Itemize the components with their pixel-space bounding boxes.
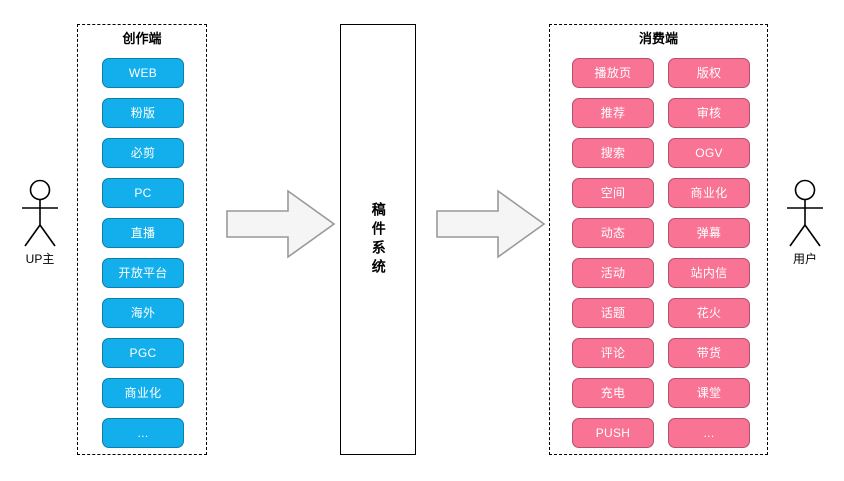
chip-label: 版权	[696, 66, 722, 80]
consumer-group-title: 消费端	[638, 31, 678, 46]
consumer-chip-pinglun[interactable]: 评论	[572, 338, 654, 368]
consumer-chip-ogv[interactable]: OGV	[668, 138, 750, 168]
user-actor-label: 用户	[792, 252, 817, 266]
arrow-creator-to-system	[226, 188, 336, 260]
chip-label: 审核	[696, 106, 722, 120]
chip-label: 必剪	[130, 146, 156, 160]
creator-chip-haiwai[interactable]: 海外	[102, 298, 184, 328]
chip-label: 粉版	[130, 106, 156, 120]
chip-label: 推荐	[600, 106, 626, 120]
arrow-system-to-consumer	[436, 188, 546, 260]
chip-label: 带货	[696, 346, 722, 360]
chip-label: 搜索	[600, 146, 626, 160]
stick-figure-icon	[5, 178, 75, 250]
chip-label: 商业化	[690, 186, 728, 200]
creator-chip-more[interactable]: ...	[102, 418, 184, 448]
chip-label: 话题	[600, 306, 626, 320]
creator-chip-pc[interactable]: PC	[102, 178, 184, 208]
consumer-chip-chongdian[interactable]: 充电	[572, 378, 654, 408]
chip-label: ...	[137, 426, 149, 440]
consumer-chip-dongtai[interactable]: 动态	[572, 218, 654, 248]
consumer-chip-more[interactable]: ...	[668, 418, 750, 448]
consumer-chip-danmu[interactable]: 弹幕	[668, 218, 750, 248]
consumer-chip-push[interactable]: PUSH	[572, 418, 654, 448]
creator-chip-web[interactable]: WEB	[102, 58, 184, 88]
creator-chip-pgc[interactable]: PGC	[102, 338, 184, 368]
chip-label: 动态	[600, 226, 626, 240]
chip-label: PC	[134, 186, 152, 200]
chip-label: PGC	[129, 346, 157, 360]
chip-label: 海外	[130, 306, 156, 320]
chip-label: 播放页	[594, 66, 632, 80]
chip-label: PUSH	[595, 426, 631, 440]
up-creator-actor-label: UP主	[25, 252, 55, 266]
chip-label: 商业化	[124, 386, 162, 400]
up-creator-actor: UP主	[5, 178, 75, 266]
creator-chip-zhibo[interactable]: 直播	[102, 218, 184, 248]
consumer-chip-shangyehua[interactable]: 商业化	[668, 178, 750, 208]
consumer-chip-kongjian[interactable]: 空间	[572, 178, 654, 208]
consumer-chip-tuijian[interactable]: 推荐	[572, 98, 654, 128]
creator-chip-bijian[interactable]: 必剪	[102, 138, 184, 168]
chip-label: OGV	[695, 146, 723, 160]
chip-label: 活动	[600, 266, 626, 280]
creator-chip-fenban[interactable]: 粉版	[102, 98, 184, 128]
chip-label: 课堂	[696, 386, 722, 400]
chip-label: 弹幕	[696, 226, 722, 240]
creator-chip-shangyehua[interactable]: 商业化	[102, 378, 184, 408]
consumer-chip-sousuo[interactable]: 搜索	[572, 138, 654, 168]
chip-label: 开放平台	[118, 266, 168, 280]
consumer-chip-zhanneixin[interactable]: 站内信	[668, 258, 750, 288]
stick-figure-icon	[770, 178, 840, 250]
consumer-chip-shenhe[interactable]: 审核	[668, 98, 750, 128]
consumer-chip-bofangye[interactable]: 播放页	[572, 58, 654, 88]
chip-label: ...	[703, 426, 715, 440]
chip-label: 充电	[600, 386, 626, 400]
system-box-manuscript: 稿件系统	[340, 24, 416, 455]
creator-group-title: 创作端	[122, 31, 162, 46]
creator-chip-kaifangpingtai[interactable]: 开放平台	[102, 258, 184, 288]
consumer-chip-huodong[interactable]: 活动	[572, 258, 654, 288]
user-actor: 用户	[770, 178, 840, 266]
consumer-group: 消费端 播放页 推荐 搜索 空间 动态 活动 话题 评论 充电 PUSH	[549, 24, 768, 455]
consumer-chip-ketang[interactable]: 课堂	[668, 378, 750, 408]
consumer-chip-banquan[interactable]: 版权	[668, 58, 750, 88]
system-box-label: 稿件系统	[370, 201, 387, 278]
chip-label: 评论	[600, 346, 626, 360]
chip-label: 直播	[130, 226, 156, 240]
consumer-chip-huahuo[interactable]: 花火	[668, 298, 750, 328]
chip-label: 花火	[696, 306, 722, 320]
consumer-chip-huati[interactable]: 话题	[572, 298, 654, 328]
consumer-chip-daihuo[interactable]: 带货	[668, 338, 750, 368]
chip-label: WEB	[128, 66, 158, 80]
creator-group: 创作端 WEB 粉版 必剪 PC 直播 开放平台 海外 PGC 商业化 ...	[77, 24, 207, 455]
chip-label: 站内信	[690, 266, 728, 280]
chip-label: 空间	[600, 186, 626, 200]
